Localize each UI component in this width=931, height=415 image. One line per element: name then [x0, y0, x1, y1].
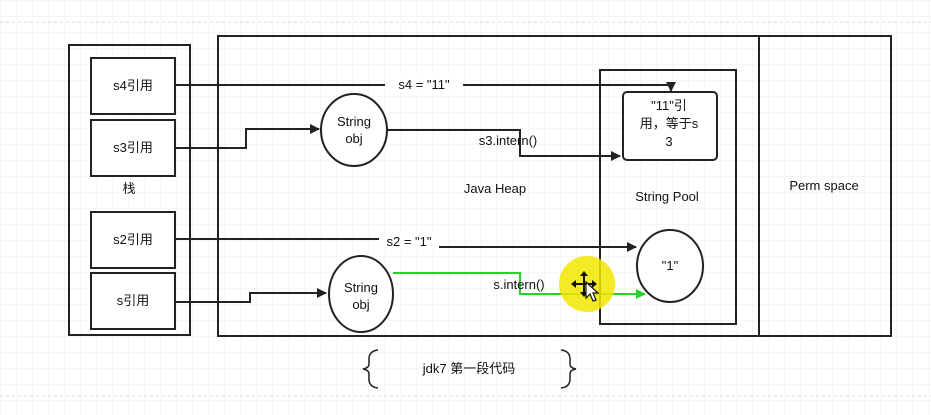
pool-ref-line1: "11"引	[651, 98, 687, 113]
perm-space-label: Perm space	[789, 178, 858, 193]
move-cursor-icon	[571, 271, 600, 302]
caption-right-brace	[560, 349, 577, 389]
caption-label: jdk7 第一段代码	[422, 361, 515, 376]
pool-ref-line3: 3	[665, 134, 672, 149]
string-pool-frame	[599, 69, 737, 325]
string-pool-label: String Pool	[635, 189, 699, 204]
arrow-s2-label: s2 = "1"	[386, 234, 431, 249]
pool-literal-label: "1"	[662, 258, 679, 273]
heap-object-bottom-line1: String	[344, 280, 378, 295]
arrow-s3-intern-label: s3.intern()	[479, 133, 538, 148]
arrow-s3-to-obj	[175, 124, 320, 149]
pool-ref-box	[622, 91, 718, 161]
pool-ref-line2: 用，等于s	[640, 116, 699, 131]
heap-object-top-line1: String	[337, 114, 371, 129]
arrow-s2-label-bg	[379, 233, 439, 249]
perm-space-frame	[758, 35, 892, 337]
arrow-s3-intern	[387, 129, 621, 161]
stack-label: 栈	[122, 181, 135, 196]
java-heap-label: Java Heap	[464, 181, 526, 196]
stack-item-s2	[90, 211, 176, 269]
heap-object-bottom	[328, 255, 394, 333]
arrow-s4-label-bg	[385, 76, 463, 92]
stack-frame	[68, 44, 191, 336]
stack-item-s2-label: s2引用	[113, 232, 153, 247]
caption-left-brace	[362, 349, 379, 389]
stack-item-s	[90, 272, 176, 330]
arrow-s-to-obj	[175, 288, 327, 303]
arrow-s4	[175, 82, 676, 92]
arrow-s-intern-label: s.intern()	[493, 277, 544, 292]
stack-item-s-label: s引用	[117, 293, 150, 308]
stack-item-s4	[90, 57, 176, 115]
heap-object-top-line2: obj	[345, 131, 362, 146]
heap-object-bottom-line2: obj	[352, 297, 369, 312]
pool-literal-circle	[636, 229, 704, 303]
heap-object-top	[320, 93, 388, 167]
stack-item-s4-label: s4引用	[113, 78, 153, 93]
arrow-s4-label: s4 = "11"	[398, 77, 450, 92]
stack-item-s3-label: s3引用	[113, 140, 153, 155]
